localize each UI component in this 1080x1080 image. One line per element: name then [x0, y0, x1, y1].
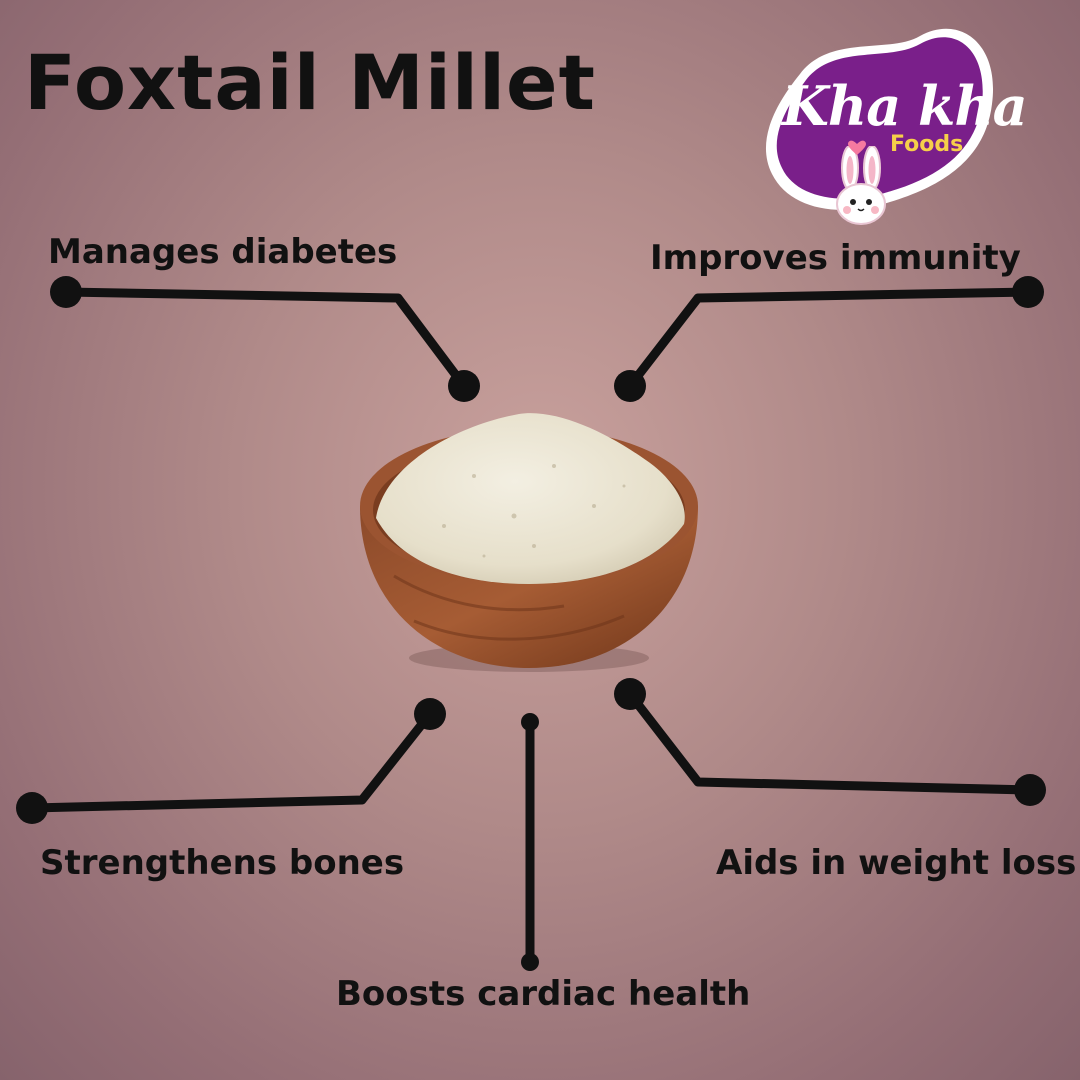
connector-diabetes	[61, 287, 469, 391]
benefit-boosts-cardiac-health: Boosts cardiac health	[336, 974, 751, 1014]
logo-brand-text: Kha kha	[782, 74, 1028, 138]
benefit-improves-immunity: Improves immunity	[650, 238, 1021, 278]
benefit-manages-diabetes: Manages diabetes	[48, 232, 398, 272]
dot-immunity-start	[1012, 276, 1044, 308]
dot-weight-end	[614, 678, 646, 710]
logo-blob	[765, 28, 994, 210]
dot-immunity-end	[614, 370, 646, 402]
millet-flour-bowl	[360, 413, 698, 672]
heart-icon	[848, 140, 866, 155]
brand-logo: Kha kha Foods	[760, 14, 1028, 234]
dot-cardiac-bottom	[521, 953, 539, 971]
bunny-icon	[836, 146, 886, 225]
logo-sub-text: Foods	[890, 132, 964, 157]
dot-bones-start	[16, 792, 48, 824]
connector-bones	[27, 709, 435, 813]
dot-diabetes-start	[50, 276, 82, 308]
benefit-strengthens-bones: Strengthens bones	[40, 843, 405, 883]
dot-diabetes-end	[448, 370, 480, 402]
benefit-aids-weight-loss: Aids in weight loss	[716, 843, 1077, 883]
page-title: Foxtail Millet	[24, 38, 596, 127]
dot-weight-start	[1014, 774, 1046, 806]
dot-bones-end	[414, 698, 446, 730]
connector-immunity	[625, 287, 1033, 391]
connector-weight	[625, 689, 1035, 795]
dot-cardiac-top	[521, 713, 539, 731]
